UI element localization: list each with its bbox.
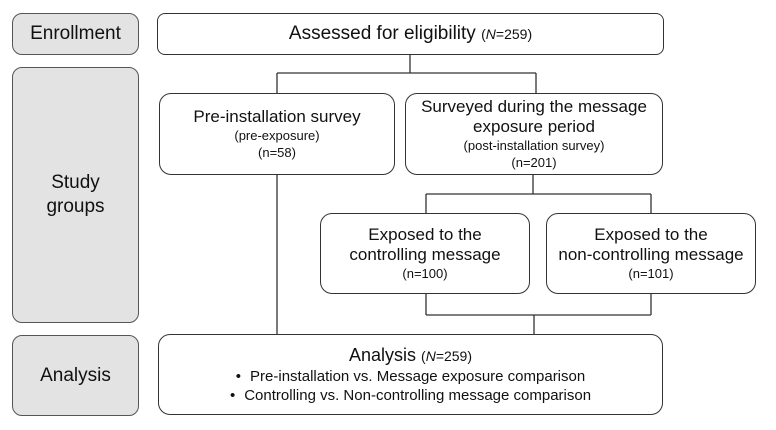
analysis-n-value: =259 — [435, 347, 468, 364]
pre-installation-sub: (pre-exposure) — [234, 128, 320, 143]
stage-study-groups: Study groups — [12, 67, 139, 323]
stage-enrollment: Enrollment — [12, 13, 139, 55]
eligibility-box: Assessed for eligibility (N=259) — [157, 13, 664, 55]
message-period-count: (n=201) — [511, 155, 557, 170]
eligibility-n-value: =259 — [495, 26, 528, 42]
analysis-count: (N=259) — [421, 347, 473, 364]
eligibility-n-symbol: N — [485, 26, 496, 42]
message-period-sub: (post-installation survey) — [463, 138, 605, 153]
stage-analysis: Analysis — [12, 335, 139, 416]
analysis-box: Analysis (N=259) Pre-installation vs. Me… — [158, 334, 663, 415]
message-period-title2: exposure period — [473, 117, 595, 136]
stage-analysis-label: Analysis — [40, 364, 111, 386]
eligibility-count: (N=259) — [481, 26, 533, 42]
non-controlling-box: Exposed to the non-controlling message (… — [546, 213, 756, 294]
message-period-title1: Surveyed during the message — [421, 97, 647, 116]
pre-installation-box: Pre-installation survey (pre-exposure) (… — [159, 93, 395, 175]
stage-study-groups-line2: groups — [46, 196, 105, 217]
controlling-line2: controlling message — [349, 245, 501, 264]
stage-enrollment-label: Enrollment — [30, 23, 121, 44]
eligibility-label: Assessed for eligibility — [288, 23, 476, 44]
controlling-line1: Exposed to the — [368, 225, 482, 244]
pre-installation-title: Pre-installation survey — [193, 107, 361, 126]
pre-installation-count: (n=58) — [258, 145, 296, 160]
non-controlling-count: (n=101) — [628, 266, 674, 281]
controlling-box: Exposed to the controlling message (n=10… — [320, 213, 530, 294]
stage-study-groups-line1: Study — [51, 172, 100, 193]
analysis-title-line: Analysis (N=259) — [349, 345, 472, 366]
analysis-title: Analysis — [348, 344, 416, 365]
controlling-count: (n=100) — [402, 266, 448, 281]
non-controlling-line2: non-controlling message — [558, 245, 744, 264]
non-controlling-line1: Exposed to the — [594, 225, 708, 244]
message-period-box: Surveyed during the message exposure per… — [405, 93, 663, 175]
analysis-bullet-item: Controlling vs. Non-controlling message … — [230, 386, 591, 405]
analysis-bullet-item: Pre-installation vs. Message exposure co… — [230, 367, 591, 386]
eligibility-text: Assessed for eligibility (N=259) — [289, 23, 532, 45]
analysis-n-symbol: N — [425, 347, 436, 364]
analysis-bullet-list: Pre-installation vs. Message exposure co… — [230, 367, 591, 405]
